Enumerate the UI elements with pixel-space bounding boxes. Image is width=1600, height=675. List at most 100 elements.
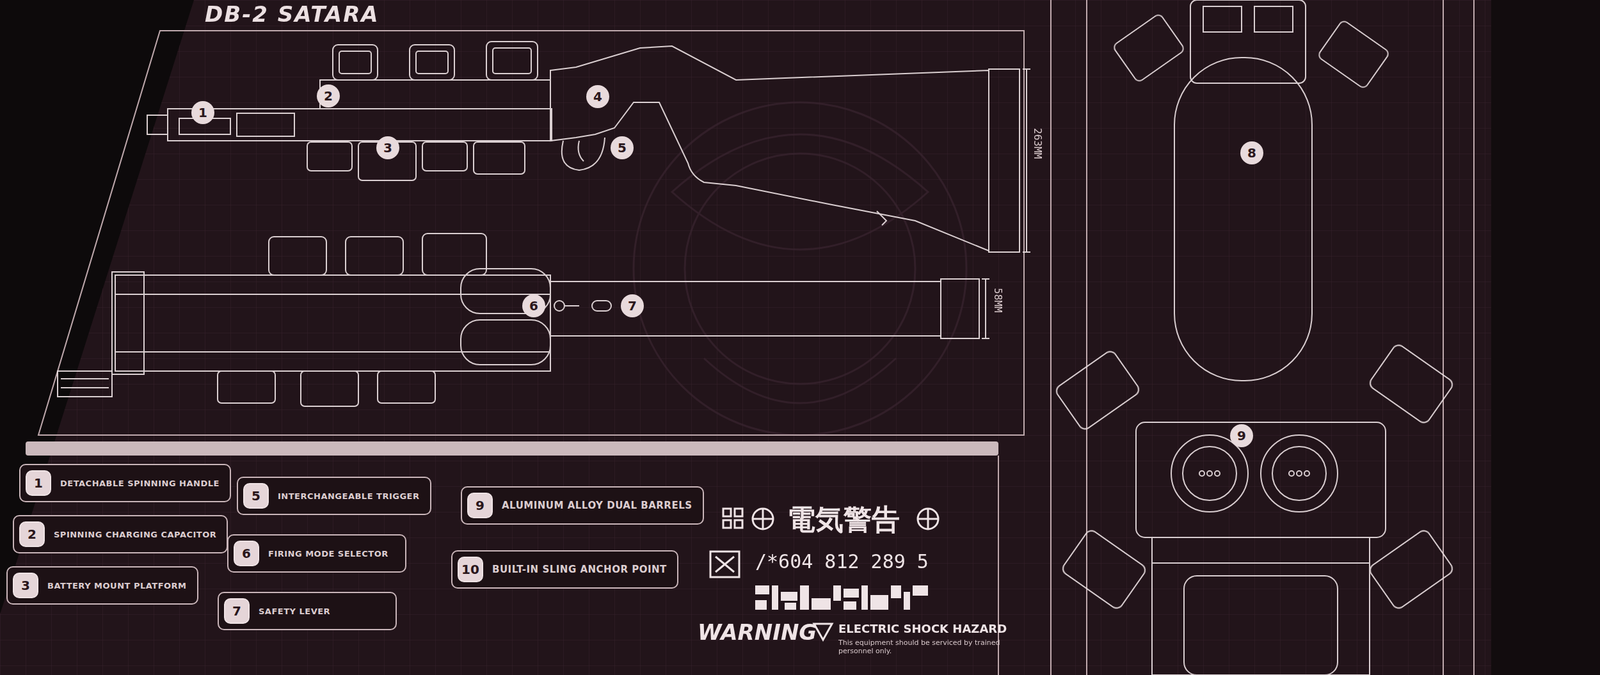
part-number: 10 bbox=[457, 556, 484, 583]
drawing-line bbox=[927, 508, 930, 530]
drawing-line bbox=[60, 378, 109, 380]
drawing-g bbox=[755, 585, 928, 610]
drawing-line bbox=[1086, 0, 1088, 675]
part-number: 7 bbox=[224, 598, 250, 624]
drawing-circle bbox=[1272, 446, 1327, 501]
drawing-rect bbox=[332, 44, 378, 80]
drawing-circle bbox=[1199, 471, 1205, 477]
part-number: 9 bbox=[467, 492, 493, 519]
drawing-rect bbox=[1254, 6, 1293, 32]
drawing-rect bbox=[1136, 422, 1386, 538]
drawing-rect bbox=[1190, 0, 1306, 84]
warning-heading: 電気警告 bbox=[787, 501, 900, 539]
drawing-circle bbox=[684, 153, 916, 384]
drawing-circle bbox=[1171, 435, 1248, 512]
drawing-rect bbox=[890, 585, 902, 599]
callout-number: 7 bbox=[620, 294, 644, 318]
part-name: DETACHABLE SPINNING HANDLE bbox=[60, 478, 220, 489]
drawing-rect bbox=[473, 142, 525, 175]
dimension: 263MM bbox=[1031, 128, 1044, 159]
drawing-path bbox=[550, 46, 989, 251]
drawing-line bbox=[115, 351, 551, 353]
drawing-rect bbox=[940, 279, 980, 339]
drawing-rect bbox=[1491, 0, 1600, 675]
drawing-line bbox=[564, 305, 580, 307]
drawing-rect bbox=[1060, 528, 1148, 612]
part-number: 5 bbox=[243, 483, 269, 509]
drawing-rect bbox=[307, 142, 352, 171]
part-name: BUILT-IN SLING ANCHOR POINT bbox=[492, 563, 667, 576]
drawing-circle bbox=[1214, 471, 1220, 477]
drawing-circle bbox=[1207, 471, 1213, 477]
part-row: 1 DETACHABLE SPINNING HANDLE bbox=[19, 464, 232, 503]
drawing-rect bbox=[409, 44, 455, 80]
drawing-rect bbox=[784, 602, 797, 610]
callout-number: 8 bbox=[1240, 141, 1264, 165]
part-row: 5 INTERCHANGEABLE TRIGGER bbox=[236, 476, 432, 516]
drawing-line bbox=[1025, 69, 1028, 253]
drawing-rect bbox=[112, 272, 144, 375]
drawing-line bbox=[984, 279, 987, 339]
drawing-circle bbox=[917, 508, 939, 530]
drawing-rect bbox=[870, 595, 889, 610]
part-number: 6 bbox=[233, 540, 260, 567]
part-name: BATTERY MOUNT PLATFORM bbox=[47, 581, 187, 591]
drawing-rect bbox=[592, 300, 612, 312]
drawing-rect bbox=[734, 508, 743, 517]
drawing-rect bbox=[416, 51, 448, 74]
drawing-line bbox=[762, 508, 765, 530]
drawing-circle bbox=[1304, 471, 1310, 477]
drawing-rect bbox=[1203, 6, 1242, 32]
drawing-rect bbox=[1054, 349, 1142, 432]
drawing-rect bbox=[755, 600, 767, 610]
drawing-rect bbox=[861, 585, 868, 610]
drawing-line bbox=[1050, 0, 1052, 675]
drawing-line bbox=[60, 387, 109, 389]
drawing-rect bbox=[710, 551, 740, 578]
drawing-g bbox=[38, 0, 1474, 675]
drawing-rect bbox=[268, 236, 327, 276]
callout-number: 2 bbox=[316, 84, 340, 108]
drawing-rect bbox=[320, 80, 551, 109]
dimension: 58MM bbox=[992, 288, 1005, 313]
drawing-g bbox=[1054, 0, 1455, 675]
drawing-path bbox=[38, 30, 1024, 436]
drawing-line bbox=[715, 556, 735, 573]
drawing-path bbox=[578, 140, 584, 162]
drawing-rect bbox=[843, 601, 857, 610]
drawing-circle bbox=[752, 508, 774, 530]
part-row: 3BATTERY MOUNT PLATFORM bbox=[6, 566, 199, 605]
drawing-rect bbox=[755, 585, 770, 595]
part-name: FIRING MODE SELECTOR bbox=[268, 549, 389, 559]
drawing-path bbox=[672, 134, 928, 250]
drawing-rect bbox=[1152, 537, 1370, 675]
drawing-rect bbox=[1112, 13, 1186, 84]
drawing-g bbox=[57, 233, 990, 407]
drawing-rect bbox=[167, 108, 552, 141]
drawing-circle bbox=[1260, 435, 1338, 512]
drawing-rect bbox=[723, 508, 731, 517]
drawing-rect bbox=[780, 592, 798, 601]
drawing-rect bbox=[1174, 57, 1312, 381]
part-number: 1 bbox=[25, 470, 52, 496]
drawing-circle bbox=[1182, 446, 1237, 501]
drawing-rect bbox=[377, 371, 436, 404]
drawing-line bbox=[1473, 0, 1475, 675]
drawing-rect bbox=[550, 281, 941, 336]
drawing-rect bbox=[903, 592, 911, 610]
drawing-rect bbox=[57, 371, 112, 397]
part-row: 9ALUMINUM ALLOY DUAL BARRELS bbox=[460, 486, 704, 525]
part-name: INTERCHANGEABLE TRIGGER bbox=[277, 491, 420, 502]
drawing-rect bbox=[800, 585, 809, 610]
drawing-rect bbox=[723, 520, 731, 528]
drawing-rect bbox=[771, 585, 779, 610]
drawing-rect bbox=[988, 69, 1020, 253]
drawing-rect bbox=[115, 275, 551, 372]
drawing-rect bbox=[1184, 576, 1338, 675]
drawing-rect bbox=[833, 585, 841, 601]
drawing-rect bbox=[843, 588, 859, 598]
serial-code: /*604 812 289 5 bbox=[755, 550, 929, 573]
callout-number: 3 bbox=[376, 136, 400, 160]
